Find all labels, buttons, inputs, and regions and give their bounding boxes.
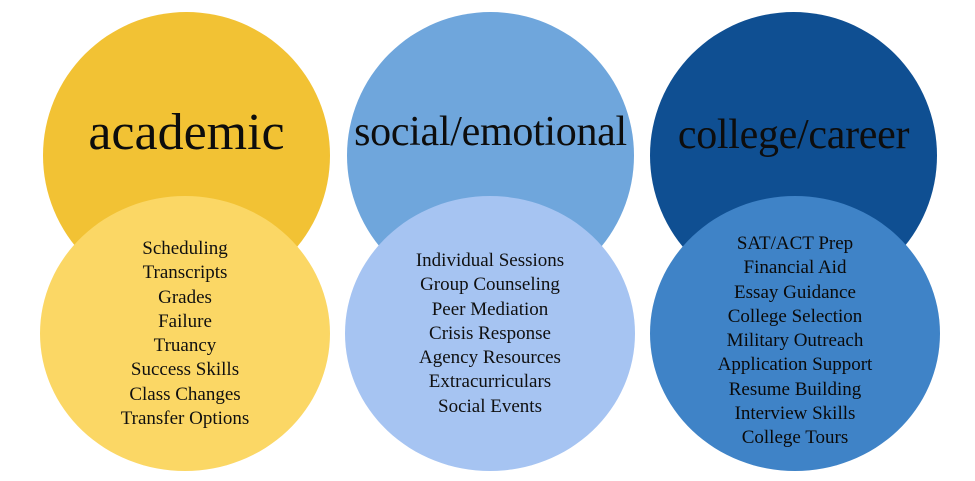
list-item: Truancy (153, 335, 217, 357)
list-item: Transcripts (142, 262, 228, 284)
list-item: Financial Aid (743, 257, 847, 279)
list-item: Group Counseling (420, 274, 560, 296)
list-item: College Tours (741, 427, 849, 449)
college-career-services-circle (650, 196, 940, 471)
list-item: Scheduling (142, 238, 228, 259)
list-item: Peer Mediation (431, 298, 549, 320)
social-emotional-title: social/emotional (354, 109, 627, 155)
list-item: SAT/ACT Prep (736, 233, 854, 254)
list-item: Grades (158, 286, 212, 308)
list-item: Transfer Options (120, 408, 250, 430)
list-item: Social Events (438, 395, 542, 417)
list-item: Essay Guidance (734, 281, 856, 303)
college-career-services-list: SAT/ACT Prep Financial Aid Essay Guidanc… (650, 232, 940, 451)
college-career-title: college/career (677, 112, 910, 158)
list-item: Agency Resources (419, 347, 561, 369)
academic-title: academic (88, 104, 285, 161)
list-item: Crisis Response (429, 322, 551, 344)
list-item: Failure (158, 310, 212, 332)
social-emotional-services-list: Individual Sessions Group Counseling Pee… (345, 249, 635, 419)
list-item: Class Changes (129, 383, 241, 405)
list-item: Military Outreach (726, 330, 864, 352)
list-item: Interview Skills (734, 403, 856, 425)
list-item: Individual Sessions (415, 250, 565, 271)
academic-services-circle (40, 196, 330, 471)
social-emotional-services-circle (345, 196, 635, 471)
academic-services-list: Scheduling Transcripts Grades Failure Tr… (40, 237, 330, 431)
list-item: College Selection (727, 305, 863, 327)
list-item: Success Skills (130, 359, 240, 381)
list-item: Extracurriculars (428, 371, 552, 393)
list-item: Resume Building (728, 378, 862, 400)
list-item: Application Support (717, 354, 873, 376)
